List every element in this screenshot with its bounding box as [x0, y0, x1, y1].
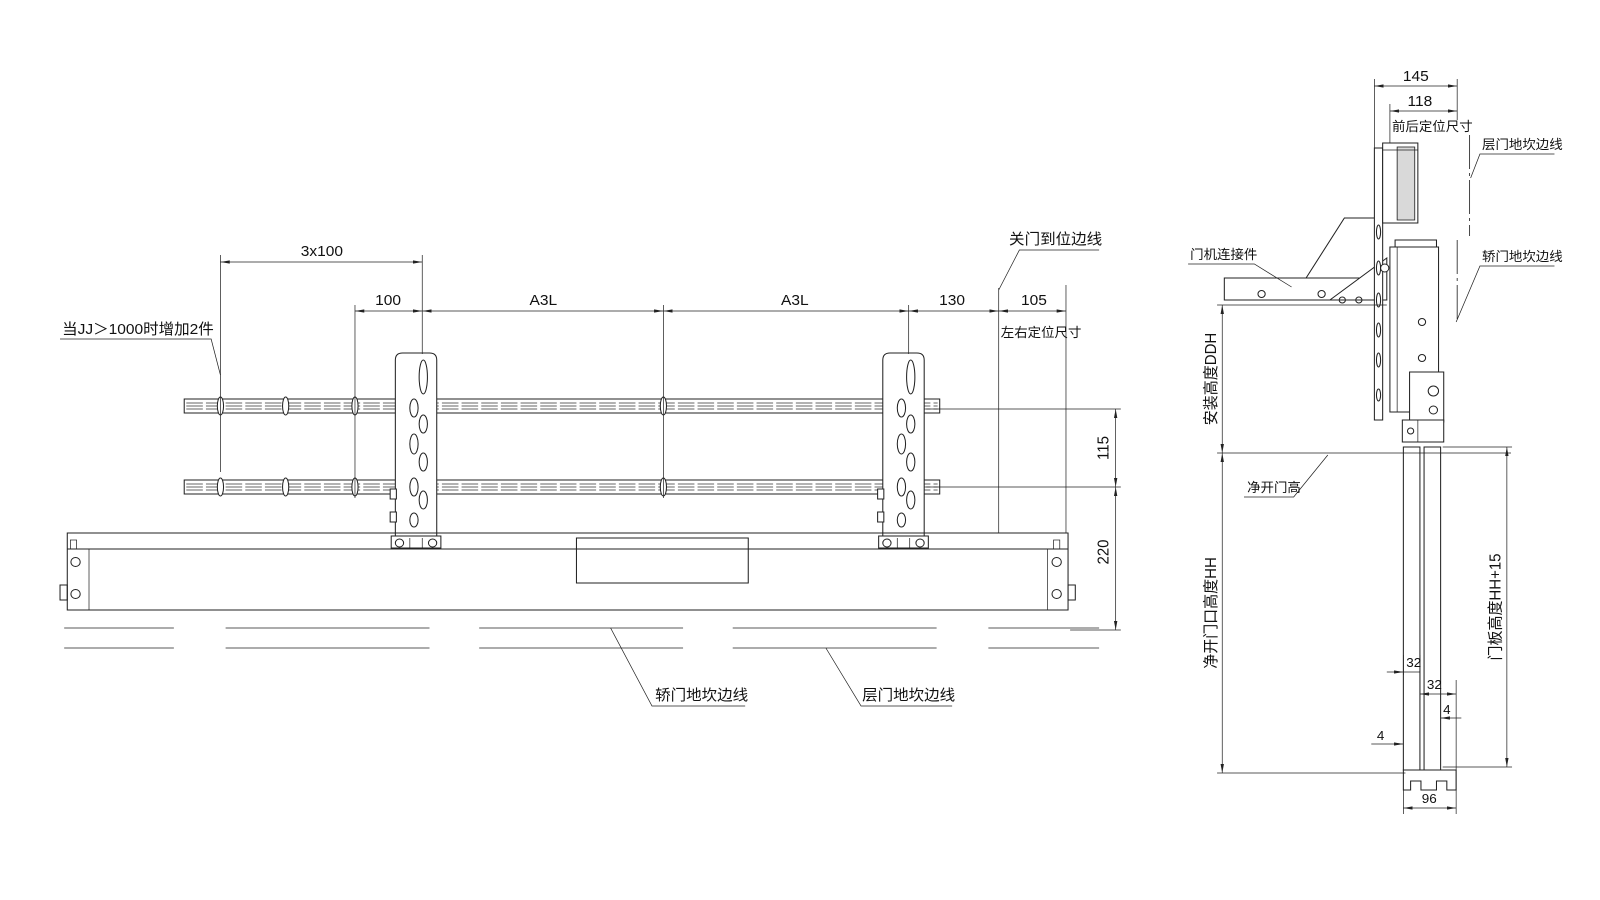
- side-view: 145 118 32 32 4 4 96 安装高度DDH 净开门口高度HH 门板…: [1188, 68, 1563, 814]
- label-car-sill-edge: 轿门地坎边线: [655, 687, 748, 704]
- guide-rail-lower: [183, 477, 941, 497]
- dim-118: 118: [1408, 93, 1433, 110]
- dim-100: 100: [375, 292, 401, 309]
- extra-parts-leader: [60, 338, 221, 376]
- sill-profile: [1402, 769, 1457, 791]
- landing-sill-leader: [825, 647, 953, 707]
- label-landing-sill-edge: 层门地坎边线: [862, 687, 955, 704]
- dim-4-left: 4: [1377, 728, 1384, 743]
- close-edge-leader: [998, 249, 1100, 291]
- label-extra-parts-note: 当JJ＞1000时增加2件: [62, 321, 214, 338]
- label-clear-opening-height: 净开门口高度HH: [1203, 557, 1220, 669]
- mounting-bracket-left: [389, 352, 442, 549]
- dim-32-lower: 32: [1427, 677, 1442, 692]
- door-hanger: [1401, 371, 1445, 443]
- side-mounting-plate: [1373, 147, 1384, 421]
- dim-a3l-left: A3L: [530, 292, 558, 309]
- car-door-panel: [1402, 446, 1421, 771]
- front-dimension-lines: [220, 260, 1118, 630]
- dim-pitch: 3x100: [301, 243, 343, 260]
- label-clear-height: 净开门高: [1247, 479, 1301, 495]
- dim-32-upper: 32: [1406, 655, 1421, 670]
- label-install-height: 安装高度DDH: [1203, 333, 1220, 425]
- label-close-edge: 关门到位边线: [1009, 231, 1102, 248]
- front-extension-lines: [220, 255, 1121, 631]
- dim-130: 130: [939, 292, 965, 309]
- door-operator-beam: [59, 532, 1076, 611]
- clear-height-leader: [1243, 454, 1329, 498]
- side-extension-lines: [1217, 79, 1513, 814]
- car-sill-leader: [610, 627, 746, 707]
- dim-4-right: 4: [1443, 702, 1450, 717]
- side-car-sill-leader: [1455, 265, 1555, 323]
- dim-96: 96: [1422, 791, 1437, 806]
- dim-a3l-right: A3L: [781, 292, 809, 309]
- door-machine-connector: [1223, 217, 1388, 304]
- label-front-back-position: 前后定位尺寸: [1392, 118, 1473, 134]
- label-side-car-sill-edge: 轿门地坎边线: [1482, 249, 1563, 264]
- landing-door-panel: [1423, 446, 1442, 771]
- mounting-bracket-right: [877, 352, 929, 549]
- connector-leader: [1188, 263, 1292, 288]
- side-landing-sill-leader: [1470, 153, 1555, 179]
- label-panel-height: 门板高度HH+15: [1486, 553, 1504, 660]
- label-connector: 门机连接件: [1190, 246, 1257, 262]
- guide-rail-upper: [183, 396, 941, 416]
- dim-145: 145: [1403, 68, 1429, 85]
- beam-center-box: [575, 537, 749, 584]
- label-lateral-position: 左右定位尺寸: [1001, 325, 1082, 340]
- label-side-landing-sill-edge: 层门地坎边线: [1482, 137, 1563, 152]
- dim-105: 105: [1021, 292, 1047, 309]
- door-motor-housing: [1382, 142, 1419, 224]
- side-dimension-lines: [1220, 84, 1509, 810]
- dim-220: 220: [1095, 539, 1112, 564]
- dim-115: 115: [1095, 436, 1112, 460]
- sill-edge-lines: [64, 627, 1100, 649]
- front-view: 3x100 100 A3L A3L 130 105 115 220 关门到位边线…: [59, 231, 1121, 707]
